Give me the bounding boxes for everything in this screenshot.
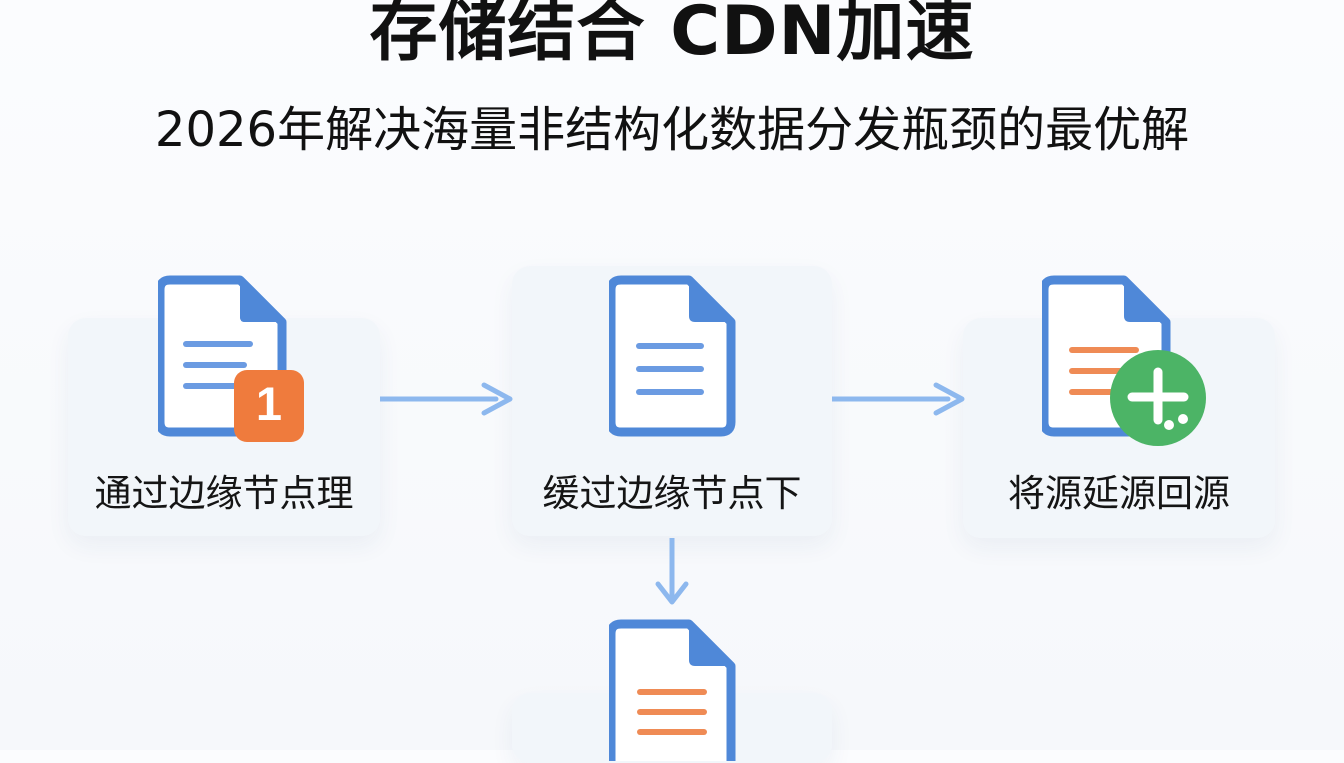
- flow-arrow-2-3: [832, 382, 965, 416]
- document-add-icon: [1042, 275, 1206, 446]
- flow-arrow-1-2: [380, 382, 513, 416]
- flow-arrow-2-4: [655, 538, 689, 605]
- step-label-3: 将源延源回源: [1008, 472, 1230, 515]
- step-badge: 1: [256, 377, 282, 430]
- page-title: 存储结合 CDN加速: [369, 0, 975, 71]
- step-label-1: 通过边缘节点理: [94, 472, 354, 515]
- page-subtitle: 2026年解决海量非结构化数据分发瓶颈的最优解: [154, 102, 1190, 158]
- document-list-icon: [609, 619, 736, 761]
- document-number-icon: 1: [158, 275, 304, 442]
- step-label-2: 缓过边缘节点下: [542, 472, 802, 515]
- document-icon: [609, 275, 736, 437]
